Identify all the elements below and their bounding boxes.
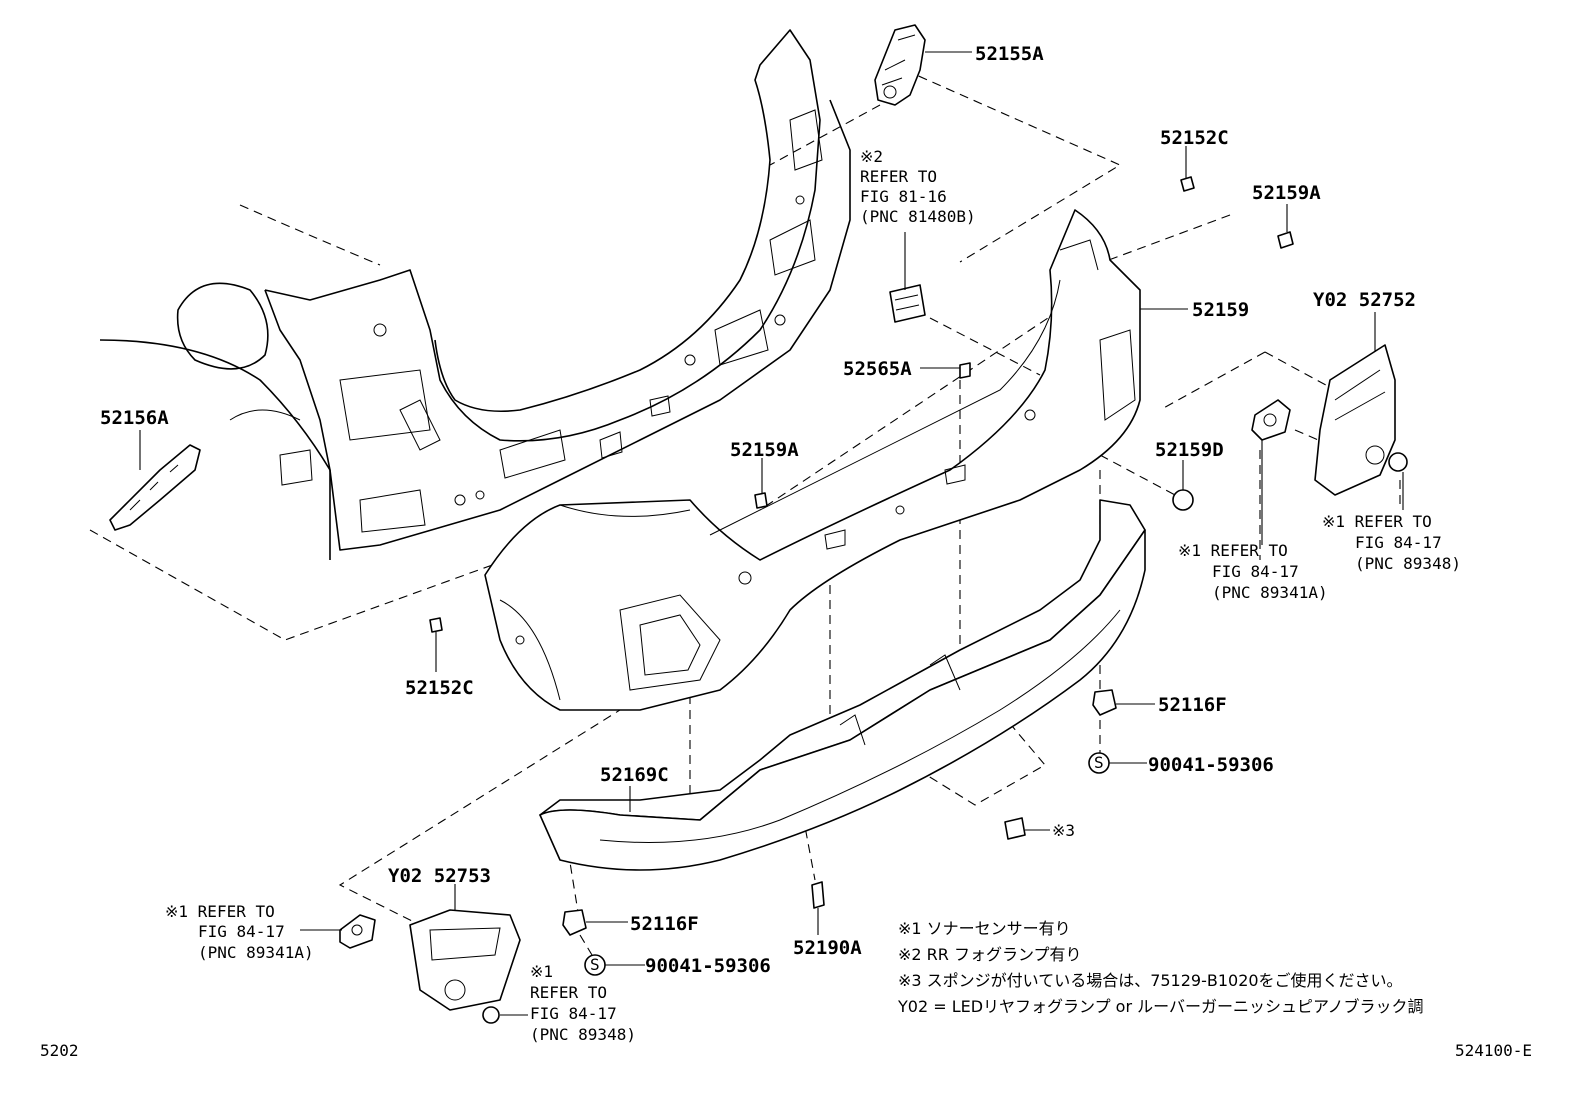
label-52156A: 52156A (100, 407, 169, 429)
ref-sensor-left-line2: FIG 84-17 (198, 922, 285, 941)
ref-bezel-left-line1: ※1 (530, 962, 553, 981)
ref-sensor-right-line3: (PNC 89341A) (1212, 583, 1328, 602)
rear-fog-lamp (889, 284, 926, 323)
label-52159A-top: 52159A (1252, 182, 1321, 204)
nut-52116F-right (1092, 689, 1117, 716)
clip-52565A (959, 362, 971, 379)
label-90041-bottom: 90041-59306 (645, 955, 771, 977)
note-3: ※3 スポンジが付いている場合は、75129-B1020をご使用ください。 (898, 971, 1403, 990)
label-52752: Y02 52752 (1313, 289, 1416, 311)
fasteners (429, 176, 1408, 1024)
leader-lines (139, 51, 1404, 1016)
label-90041-right: 90041-59306 (1148, 754, 1274, 776)
ref-bezel-right-line1: ※1 REFER TO (1322, 512, 1432, 531)
ref-bezel-left-line2: REFER TO (530, 983, 607, 1002)
label-52152C-top: 52152C (1160, 127, 1229, 149)
bezel-52753 (409, 909, 521, 1011)
label-note3-mark: ※3 (1052, 821, 1075, 840)
ref-bezel-right-line3: (PNC 89348) (1355, 554, 1461, 573)
s-symbol-bottom-text: S (590, 955, 600, 974)
ref-fog-line1: ※2 (860, 147, 883, 166)
note-1: ※1 ソナーセンサー有り (898, 919, 1071, 938)
lower-bumper-52169C (539, 499, 1146, 871)
s-symbol-right-text: S (1094, 753, 1104, 772)
label-52116F-bottom: 52116F (630, 913, 699, 935)
clip-52152C-bottom (429, 617, 443, 633)
ref-fog: ※2 REFER TO FIG 81-16 (PNC 81480B) (860, 147, 976, 226)
label-52155A: 52155A (975, 43, 1044, 65)
sonar-sensor-right (1251, 399, 1291, 441)
label-52159A-mid: 52159A (730, 439, 799, 461)
screw-52159A-mid (754, 492, 768, 509)
nut-52116F-bottom (562, 909, 587, 936)
notes-block: ※1 ソナーセンサー有り ※2 RR フォグランプ有り ※3 スポンジが付いてい… (897, 919, 1424, 1016)
ref-fog-line2: REFER TO (860, 167, 937, 186)
label-52116F-right: 52116F (1158, 694, 1227, 716)
ref-sensor-right-line1: ※1 REFER TO (1178, 541, 1288, 560)
ref-bezel-right: ※1 REFER TO FIG 84-17 (PNC 89348) (1322, 512, 1461, 573)
clip-52152C-top (1180, 176, 1195, 192)
grommet-right (1388, 452, 1408, 472)
grommet-left (482, 1006, 500, 1024)
ref-fog-line3: FIG 81-16 (860, 187, 947, 206)
ref-bezel-left-line3: FIG 84-17 (530, 1004, 617, 1023)
label-52169C: 52169C (600, 764, 669, 786)
cap-52159D (1172, 489, 1194, 511)
rear-bumper-cover-52159 (484, 209, 1141, 711)
label-52565A: 52565A (843, 358, 912, 380)
part-labels: 52155A 52152C 52159A 52159 Y02 52752 521… (100, 43, 1416, 977)
sponge-note3 (1004, 817, 1026, 840)
note-2: ※2 RR フォグランプ有り (898, 945, 1082, 964)
ref-sensor-left-line3: (PNC 89341A) (198, 943, 314, 962)
bracket-52156A (109, 444, 201, 531)
body-back-panel (264, 29, 851, 551)
figure-code: 524100-E (1455, 1041, 1532, 1060)
ref-bezel-left: ※1 REFER TO FIG 84-17 (PNC 89348) (530, 962, 636, 1044)
guide-lines (89, 69, 1401, 956)
clip-52190A (811, 881, 825, 909)
body-quarter-panel (99, 282, 331, 560)
bezel-52752 (1314, 344, 1396, 496)
screw-52159A-top (1277, 231, 1294, 249)
ref-sensor-left-line1: ※1 REFER TO (165, 902, 275, 921)
note-y02: Y02 = LEDリヤフォグランプ or ルーバーガーニッシュピアノブラック調 (897, 997, 1424, 1016)
label-52159: 52159 (1192, 299, 1249, 321)
ref-sensor-left: ※1 REFER TO FIG 84-17 (PNC 89341A) (165, 902, 314, 962)
ref-sensor-right: ※1 REFER TO FIG 84-17 (PNC 89341A) (1178, 541, 1328, 602)
bracket-52155A (874, 24, 926, 106)
ref-sensor-right-line2: FIG 84-17 (1212, 562, 1299, 581)
ref-bezel-left-line4: (PNC 89348) (530, 1025, 636, 1044)
page-code: 5202 (40, 1041, 79, 1060)
ref-fog-line4: (PNC 81480B) (860, 207, 976, 226)
label-52753: Y02 52753 (388, 865, 491, 887)
label-52190A: 52190A (793, 937, 862, 959)
label-52152C-bottom: 52152C (405, 677, 474, 699)
label-52159D: 52159D (1155, 439, 1224, 461)
ref-bezel-right-line2: FIG 84-17 (1355, 533, 1442, 552)
sonar-sensor-left (339, 914, 376, 949)
